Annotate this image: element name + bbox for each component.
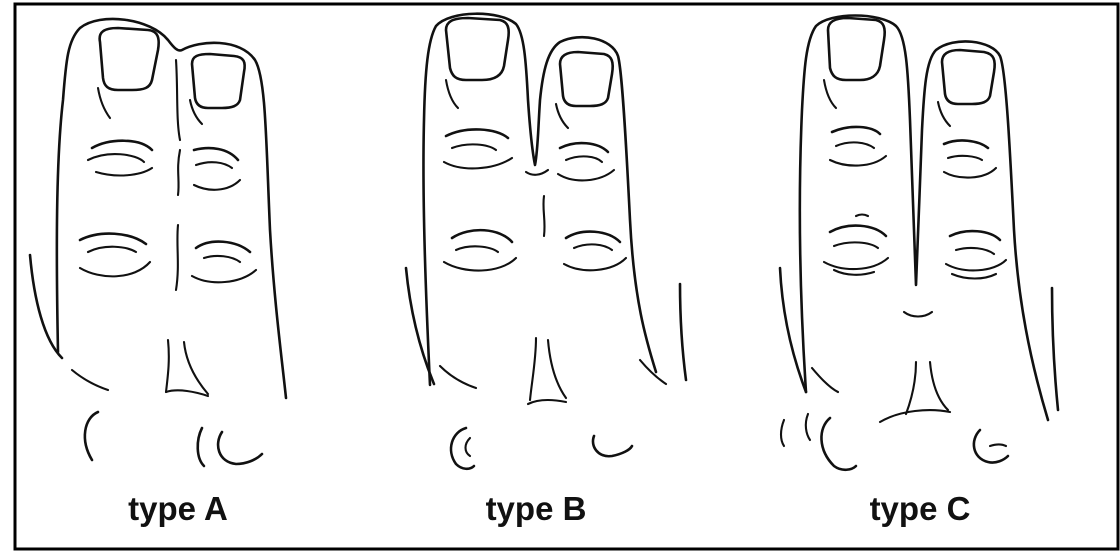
crease [80, 234, 146, 244]
crease [836, 142, 874, 148]
crease [566, 232, 620, 242]
crease [218, 432, 262, 464]
nail-c-right [942, 50, 995, 104]
nail-b-left [446, 18, 509, 80]
crease [944, 141, 988, 148]
crease [952, 274, 996, 279]
crease [950, 231, 1000, 240]
crease [526, 170, 548, 175]
hand-c-right-edge [1052, 288, 1058, 410]
crease [566, 156, 602, 162]
crease [192, 270, 256, 282]
crease [176, 60, 180, 140]
crease [528, 400, 566, 404]
nail-a-right [192, 54, 245, 108]
crease [930, 362, 948, 410]
crease [178, 150, 180, 195]
figure-border [15, 4, 1118, 549]
nail-b-right [560, 52, 613, 106]
hand-a-outline [57, 19, 286, 398]
crease [880, 410, 950, 422]
crease [574, 244, 612, 250]
crease [184, 342, 208, 394]
hand-type-b [406, 14, 686, 469]
crease [88, 154, 144, 162]
crease [530, 338, 536, 400]
crease [198, 428, 204, 466]
crease [166, 340, 169, 392]
crease [548, 340, 566, 398]
crease [812, 368, 838, 392]
crease [543, 196, 544, 236]
crease [451, 428, 474, 469]
crease [824, 80, 836, 108]
crease [946, 260, 1006, 270]
crease [956, 248, 994, 254]
crease [92, 141, 152, 150]
crease [558, 170, 614, 180]
crease [166, 390, 208, 396]
crease [824, 258, 888, 269]
crease [830, 226, 886, 236]
crease [821, 418, 856, 470]
crease [452, 144, 496, 150]
crease [781, 420, 784, 446]
crease [444, 158, 512, 168]
crease [196, 242, 250, 252]
crease [80, 262, 150, 276]
crease [456, 246, 498, 252]
crease [196, 162, 232, 168]
crease [832, 127, 880, 134]
hand-c-outline [800, 16, 1048, 421]
crease [98, 88, 110, 118]
crease [830, 156, 886, 166]
hand-b-right-edge [680, 284, 686, 380]
crease [564, 258, 626, 270]
crease [944, 168, 996, 178]
crease [560, 143, 608, 152]
crease [194, 180, 240, 190]
crease [446, 129, 508, 138]
crease [444, 258, 516, 271]
caption-type-c: type C [800, 490, 1040, 528]
nail-c-left [828, 18, 885, 80]
caption-type-b: type B [416, 490, 656, 528]
crease [446, 80, 458, 108]
crease [72, 370, 108, 390]
nail-a-left [100, 28, 159, 90]
crease [990, 445, 1006, 447]
hand-b-outline-left [423, 14, 656, 385]
crease [856, 215, 868, 217]
crease [204, 256, 240, 262]
crease [466, 438, 471, 456]
crease [948, 156, 982, 160]
crease [440, 366, 476, 388]
crease [593, 436, 632, 456]
crease [556, 104, 568, 128]
crease [904, 312, 932, 317]
crease [906, 362, 916, 414]
crease [88, 247, 136, 252]
crease [834, 270, 874, 275]
crease [96, 168, 152, 175]
crease [194, 148, 238, 160]
crease [938, 102, 950, 126]
hand-type-a [30, 19, 286, 466]
crease [176, 225, 178, 290]
crease [85, 412, 98, 460]
crease [806, 414, 810, 440]
caption-type-a: type A [58, 490, 298, 528]
crease [452, 230, 512, 242]
crease [834, 242, 878, 248]
hand-type-c [780, 16, 1058, 470]
